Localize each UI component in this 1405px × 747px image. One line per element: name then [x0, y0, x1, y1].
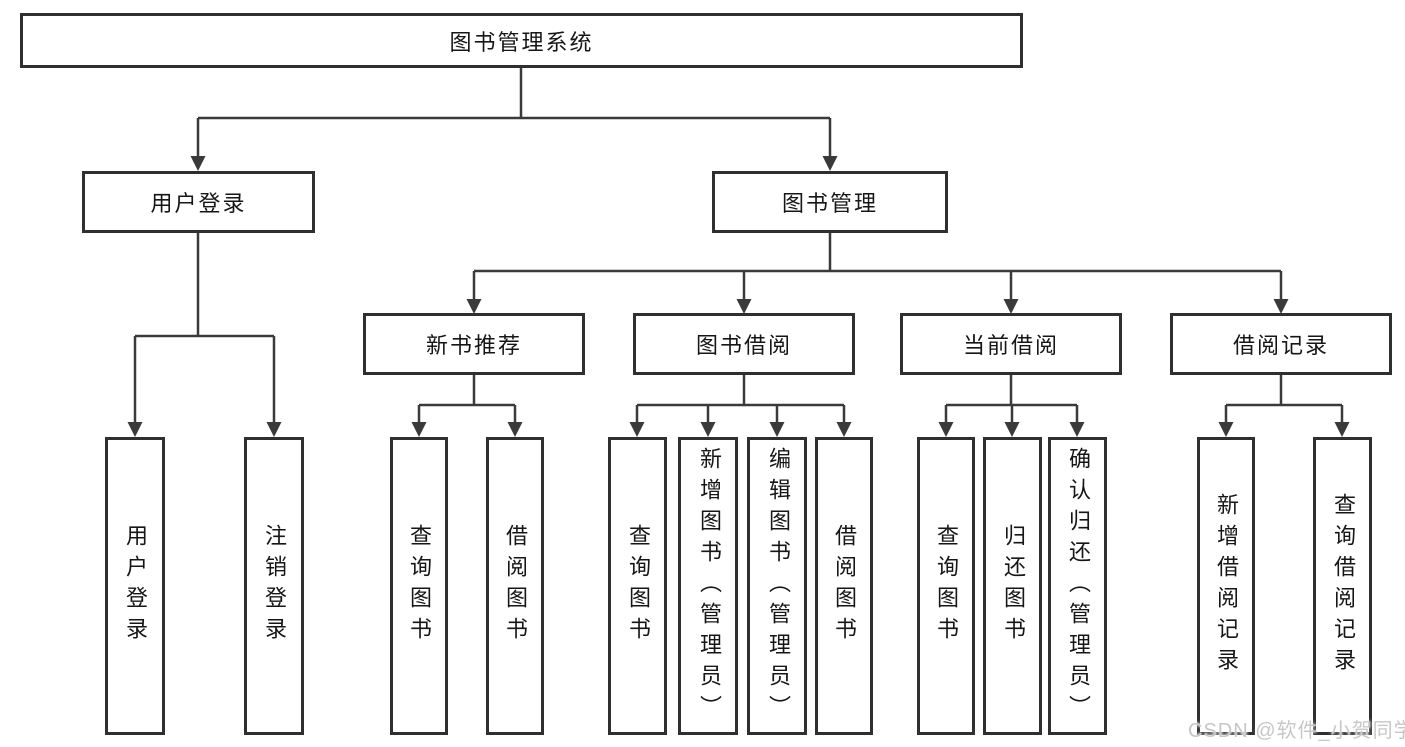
leaf-return-books: 归还图书 — [983, 437, 1042, 735]
node-user-login-branch: 用户登录 — [82, 171, 315, 233]
leaf-user-login: 用户登录 — [105, 437, 165, 735]
node-book-borrowing: 图书借阅 — [633, 313, 855, 375]
node-book-management: 图书管理 — [712, 171, 948, 233]
node-root-system: 图书管理系统 — [20, 13, 1023, 68]
leaf-edit-books-admin: 编辑图书（管理员） — [747, 437, 807, 735]
leaf-query-books-borrowing: 查询图书 — [608, 437, 667, 735]
leaf-confirm-return-admin: 确认归还（管理员） — [1048, 437, 1107, 735]
leaf-borrow-books-recommend: 借阅图书 — [486, 437, 544, 735]
leaf-query-borrow-record: 查询借阅记录 — [1313, 437, 1372, 735]
node-current-borrowing: 当前借阅 — [900, 313, 1122, 375]
leaf-query-books-current: 查询图书 — [917, 437, 975, 735]
node-new-book-recommend: 新书推荐 — [363, 313, 585, 375]
leaf-borrow-books-borrowing: 借阅图书 — [815, 437, 873, 735]
csdn-watermark: CSDN @软件_小贺同学 — [1188, 720, 1405, 742]
leaf-add-books-admin: 新增图书（管理员） — [678, 437, 738, 735]
leaf-add-borrow-record: 新增借阅记录 — [1197, 437, 1255, 735]
leaf-query-books-recommend: 查询图书 — [390, 437, 448, 735]
node-borrowing-records: 借阅记录 — [1170, 313, 1392, 375]
leaf-logout: 注销登录 — [244, 437, 304, 735]
